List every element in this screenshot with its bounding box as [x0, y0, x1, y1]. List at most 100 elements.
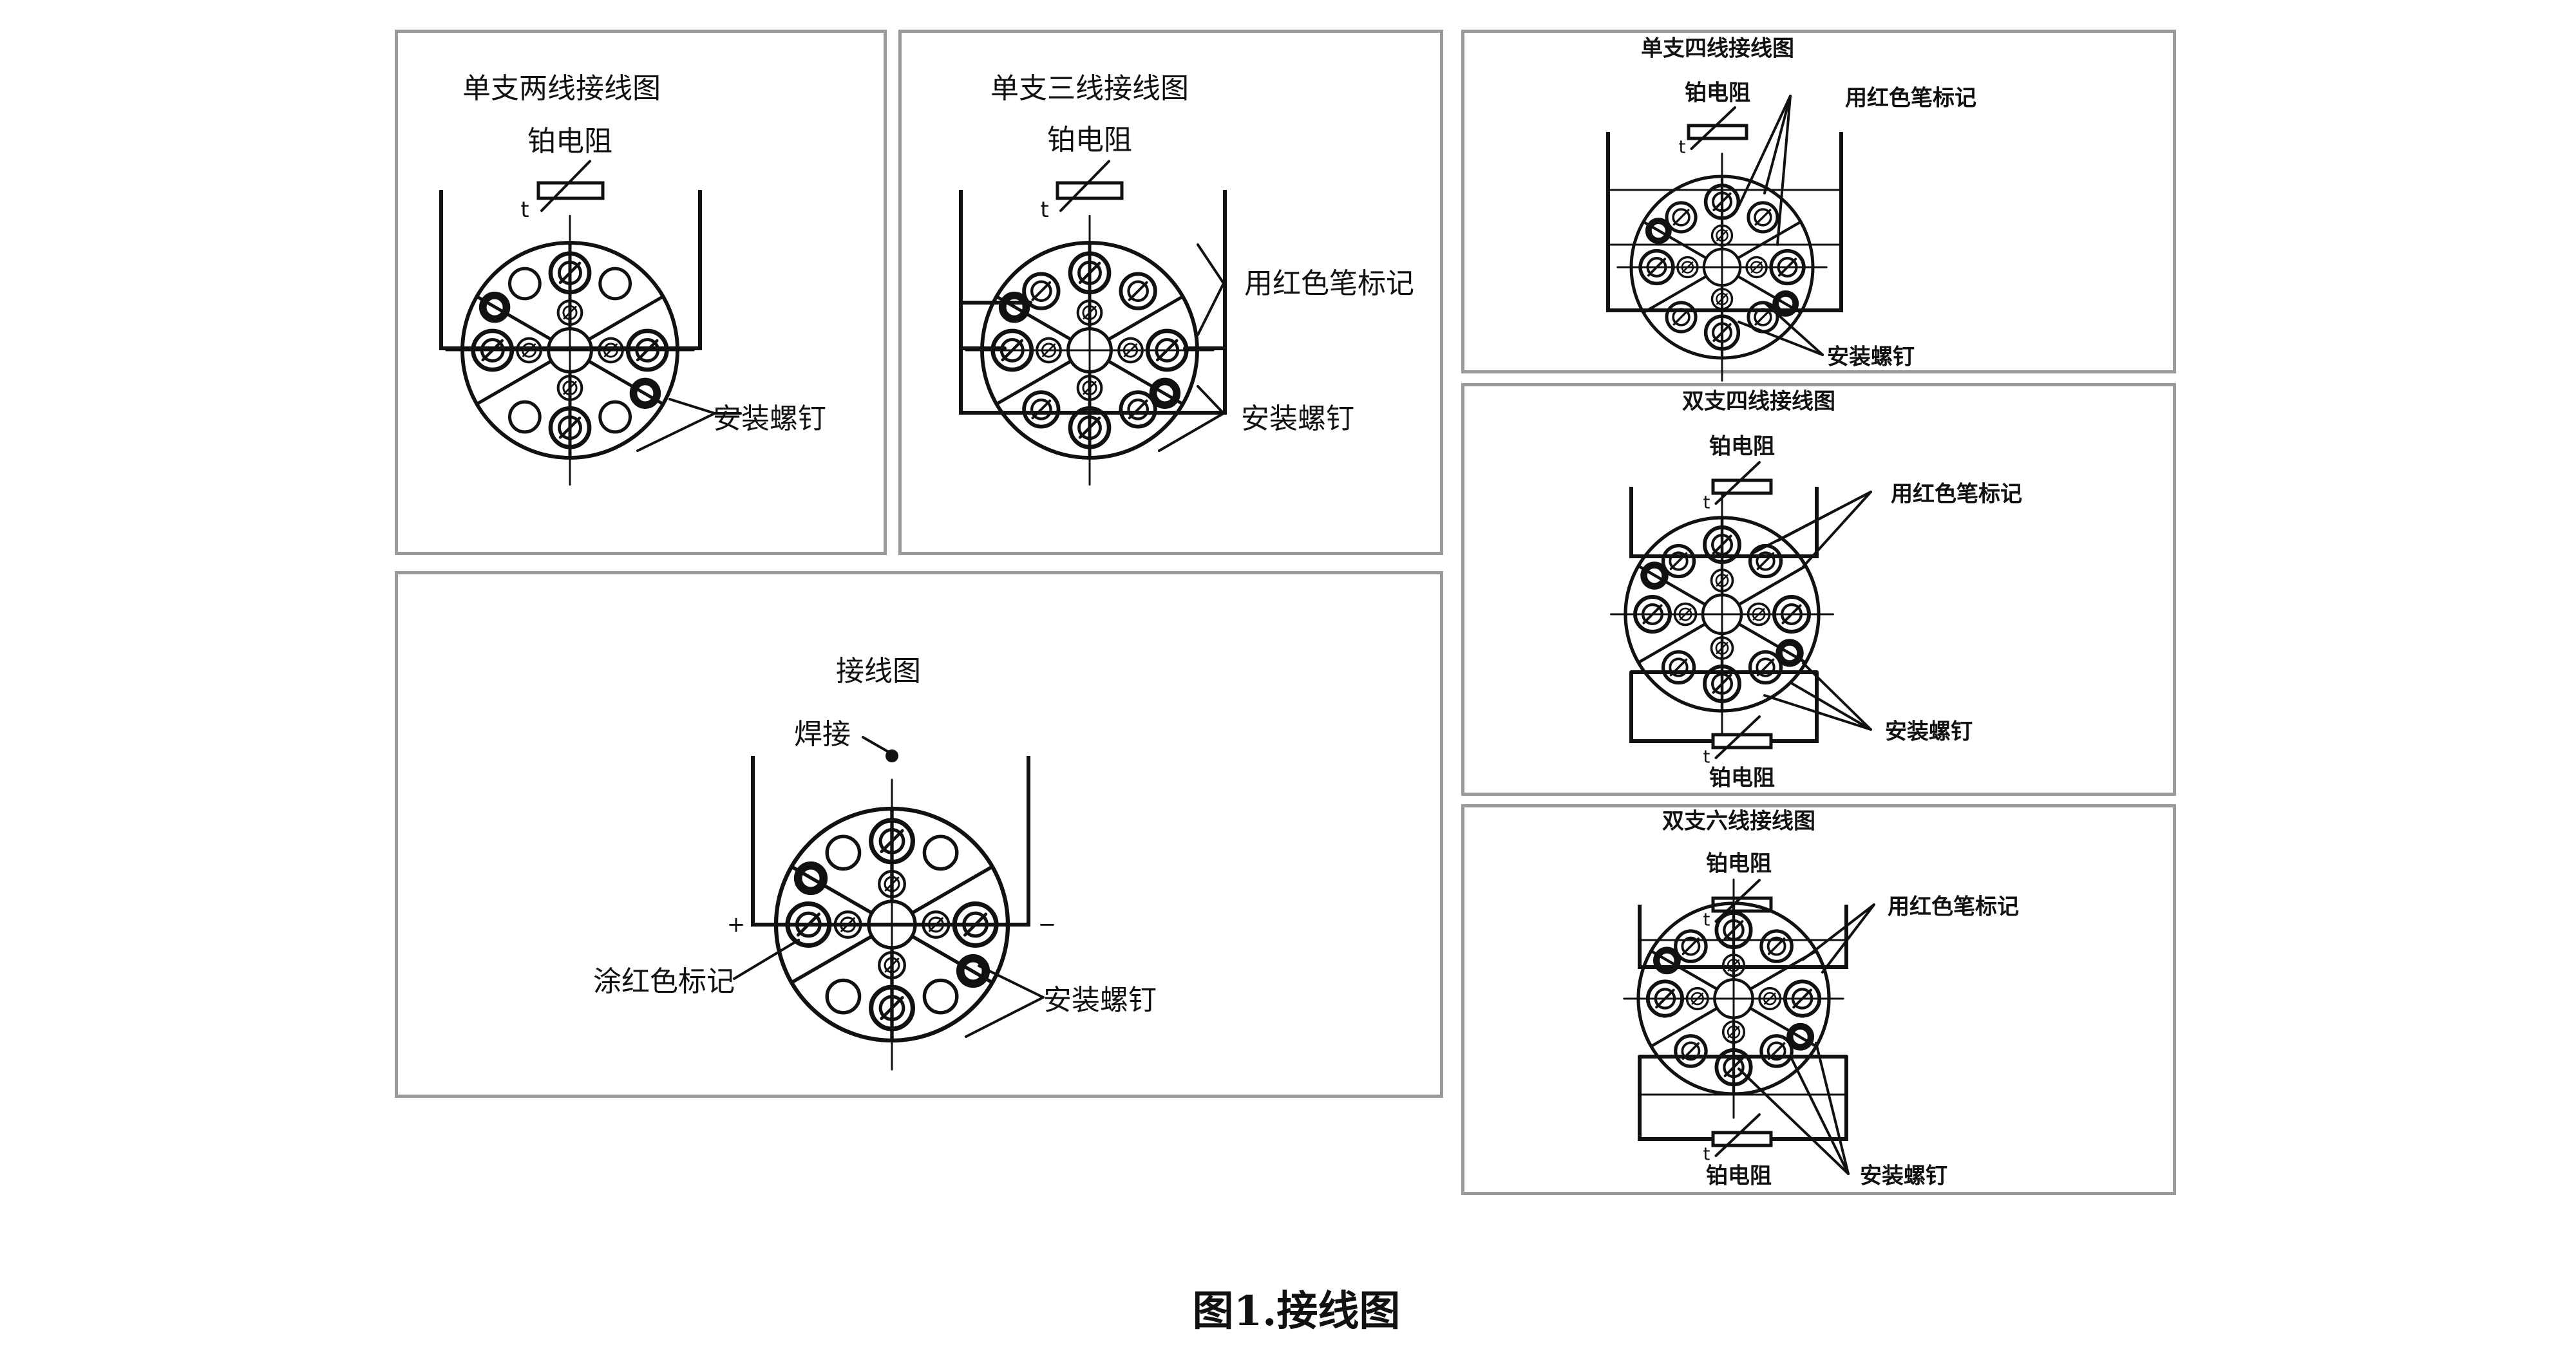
screw-slot	[929, 917, 943, 932]
variable-arrow	[1714, 1113, 1761, 1157]
screw-terminal-icon	[869, 818, 915, 865]
spoke	[994, 359, 1073, 406]
screw-head-icon	[927, 916, 944, 933]
spoke	[1649, 949, 1719, 991]
screw-slot	[1756, 658, 1775, 677]
screw-head-icon	[1030, 399, 1052, 420]
spoke	[1736, 274, 1803, 314]
screw-slot	[1781, 604, 1802, 625]
screw-terminal-icon	[1022, 390, 1061, 429]
screw-head-icon	[562, 380, 578, 396]
screw-head-icon	[878, 827, 905, 854]
leader-line	[1802, 903, 1875, 961]
screw-slot	[558, 261, 582, 285]
leader-line	[1802, 662, 1872, 731]
screw-terminal-icon	[1714, 1048, 1753, 1087]
leader-line	[1802, 491, 1872, 568]
screw-head-icon	[1672, 208, 1690, 227]
spoke	[1649, 1006, 1719, 1048]
screw-head-icon	[884, 957, 900, 974]
screw-slot	[636, 339, 659, 362]
label-t: t	[1678, 136, 1686, 158]
screw-slot	[1681, 937, 1700, 956]
resistor-icon	[1711, 733, 1773, 749]
leader-line	[1763, 301, 1824, 356]
screw-slot	[1672, 209, 1690, 226]
screw-slot	[1763, 992, 1776, 1005]
screw-terminal-icon	[1119, 390, 1157, 429]
screw-terminal-icon	[1745, 256, 1768, 279]
screw-terminal-icon	[1145, 328, 1189, 372]
leader-line	[1738, 1068, 1850, 1175]
label-red-mark: 用红色笔标记	[1888, 894, 2019, 920]
leader-line	[1197, 385, 1225, 415]
screw-terminal-icon	[1076, 375, 1103, 401]
screw-head-icon	[1710, 533, 1734, 556]
screw-terminal-icon	[1076, 299, 1103, 326]
spoke	[1636, 564, 1707, 607]
screw-terminal-icon	[1661, 650, 1696, 685]
mount-hole-icon	[922, 834, 959, 871]
mounting-screw-icon	[1776, 639, 1804, 667]
screw-slot	[1647, 258, 1667, 277]
screw-slot	[1712, 323, 1732, 343]
screw-terminal-icon	[1703, 314, 1741, 351]
screw-terminal-icon	[1783, 979, 1822, 1018]
spoke	[1737, 622, 1808, 664]
screw-slot	[1672, 308, 1690, 326]
label-red-mark: 用红色笔标记	[1891, 481, 2022, 507]
screw-head-icon	[603, 343, 619, 358]
label-red-mark: 涂红色标记	[593, 965, 735, 998]
panel-single-two-wire	[395, 30, 887, 555]
spoke	[994, 294, 1073, 341]
resistor-icon	[1711, 478, 1773, 495]
screw-terminal-icon	[1710, 636, 1734, 660]
label-resistor-top: 铂电阻	[1706, 851, 1772, 877]
screw-terminal-icon	[922, 910, 951, 939]
screw-terminal-icon	[548, 251, 592, 295]
screw-terminal-icon	[548, 406, 592, 449]
screw-terminal-icon	[1665, 201, 1698, 234]
variable-arrow	[1714, 715, 1761, 759]
screw-terminal-icon	[869, 984, 915, 1031]
label-screw: 安装螺钉	[1860, 1163, 1947, 1189]
label-plus: +	[726, 912, 746, 937]
screw-head-icon	[1041, 343, 1057, 358]
label-t: t	[1040, 197, 1049, 223]
screw-head-icon	[840, 916, 857, 933]
center-hole-icon	[547, 327, 593, 373]
screw-head-icon	[1127, 399, 1149, 420]
screw-head-icon	[1715, 641, 1729, 655]
resistor-icon	[536, 181, 605, 200]
screw-terminal-icon	[1068, 251, 1112, 295]
screw-slot	[1078, 261, 1101, 285]
spoke	[790, 865, 874, 915]
spoke	[1106, 359, 1185, 406]
screw-slot	[1031, 281, 1052, 301]
screw-terminal-icon	[1665, 301, 1698, 334]
mount-hole-icon	[825, 834, 862, 871]
screw-slot	[796, 912, 821, 937]
label-red-mark: 用红色笔标记	[1244, 267, 1414, 300]
center-hole-icon	[867, 899, 917, 950]
leader-line	[1763, 95, 1792, 194]
leader-line	[1789, 1055, 1850, 1175]
label-screw: 安装螺钉	[1043, 984, 1157, 1017]
screw-head-icon	[558, 260, 582, 285]
screw-head-icon	[1077, 260, 1102, 285]
screw-slot	[558, 416, 582, 439]
center-hole-icon	[1066, 327, 1113, 373]
screw-head-icon	[1716, 229, 1728, 242]
screw-head-icon	[1780, 603, 1803, 626]
screw-slot	[1716, 574, 1728, 587]
screw-head-icon	[878, 995, 905, 1022]
screw-slot	[1041, 343, 1056, 357]
screw-head-icon	[1690, 992, 1705, 1006]
variable-arrow	[1690, 106, 1736, 150]
screw-head-icon	[1672, 308, 1690, 326]
screw-head-icon	[1727, 1025, 1741, 1039]
screw-slot	[884, 876, 900, 892]
screw-head-icon	[1710, 672, 1734, 695]
panel-single-four-wire	[1461, 30, 2176, 373]
